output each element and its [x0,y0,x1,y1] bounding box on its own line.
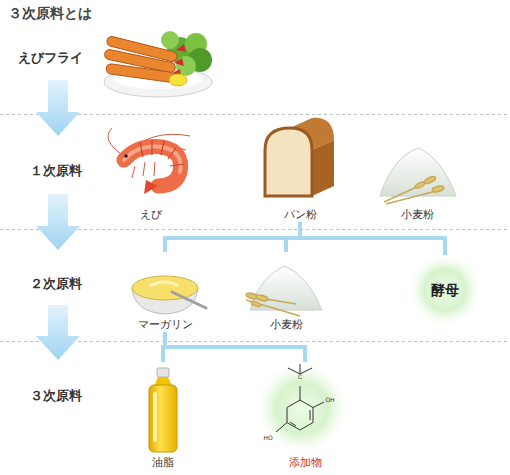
connector-line [165,332,305,362]
ingredient-label: 添加物 [289,456,322,470]
diagram-title: ３次原料とは [8,5,92,23]
ingredient-label: マーガリン [138,318,193,332]
ingredient-item: 小麦粉 [375,130,459,222]
ingredient-item: パン粉 [258,118,342,222]
row-label: ２次原料 [30,275,82,293]
ingredient-item: えび [112,124,190,222]
additive-structure [254,360,350,456]
ingredient-label: パン粉 [284,208,317,222]
ingredient-item: 油脂 [140,362,186,470]
row-label: １次原料 [30,162,82,180]
margarine-bowl [132,276,206,314]
ingredient-item: 添加物 [258,362,352,470]
connector-line [165,222,300,252]
shrimp [108,128,190,194]
atom-label: C [298,373,302,380]
atom-label: OH [325,396,334,403]
row-label: えびフライ [18,49,83,67]
ingredient-label: 酵母 [431,283,459,297]
ingredient-label: 油脂 [152,456,174,470]
ingredient-label: えび [140,208,162,222]
atom-label: HO [263,434,272,441]
ingredient-label: 小麦粉 [270,318,303,332]
flour-pile [246,266,322,316]
ingredient-item: 小麦粉 [245,252,327,332]
glow-node: 酵母 [410,255,480,325]
ingredient-item: マーガリン [123,252,207,332]
ebi-fry-plate [104,31,212,97]
ingredient-label: 小麦粉 [401,208,434,222]
connector-line [286,222,300,252]
yeast-glow [407,252,483,328]
row-label: ３次原料 [30,387,82,405]
down-arrows [36,80,80,360]
row-separators [0,115,510,342]
flour-pile [380,148,456,204]
connector-line [300,222,445,255]
oil-bottle [149,368,177,452]
bread-loaf [265,118,334,196]
